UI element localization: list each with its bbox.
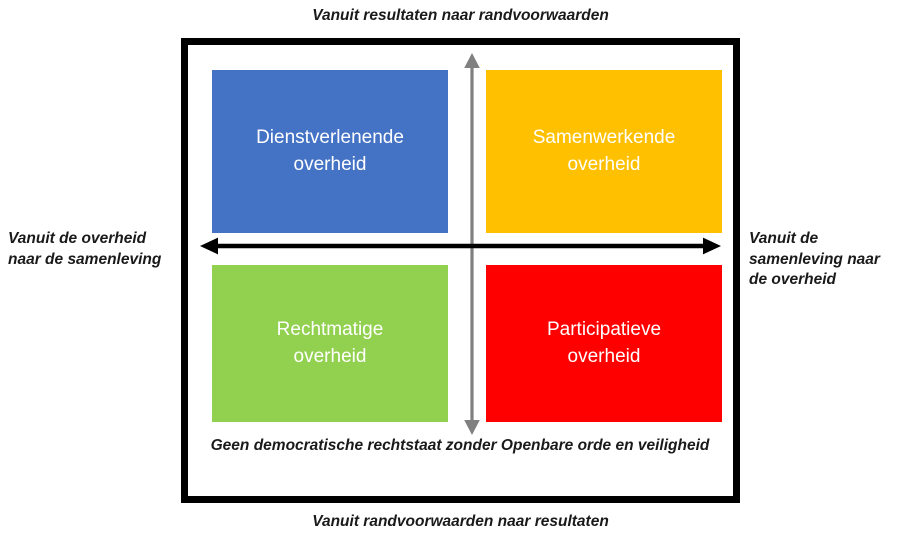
matrix-inner-area: Dienstverlenende overheid Samenwerkende … <box>188 45 733 496</box>
quadrant-matrix-frame: Dienstverlenende overheid Samenwerkende … <box>181 38 740 503</box>
axis-caption-right: Vanuit de samenleving naar de overheid <box>749 230 880 289</box>
quadrant-rechtmatige-overheid[interactable]: Rechtmatige overheid <box>212 265 448 422</box>
quadrant-label: Samenwerkende overheid <box>532 126 676 175</box>
inner-footnote: Geen democratische rechtstaat zonder Ope… <box>210 437 710 454</box>
horizontal-double-arrow-icon <box>200 237 721 255</box>
quadrant-participatieve-overheid[interactable]: Participatieve overheid <box>486 265 722 422</box>
quadrant-label: Rechtmatige overheid <box>276 318 384 367</box>
axis-caption-top: Vanuit resultaten naar randvoorwaarden <box>312 7 609 24</box>
quadrant-label: Dienstverlenende overheid <box>256 126 404 175</box>
quadrant-samenwerkende-overheid[interactable]: Samenwerkende overheid <box>486 70 722 233</box>
axis-caption-left: Vanuit de overheid naar de samenleving <box>8 230 162 268</box>
quadrant-label: Participatieve overheid <box>546 318 662 367</box>
axis-caption-bottom: Vanuit randvoorwaarden naar resultaten <box>312 513 609 530</box>
quadrant-dienstverlenende-overheid[interactable]: Dienstverlenende overheid <box>212 70 448 233</box>
